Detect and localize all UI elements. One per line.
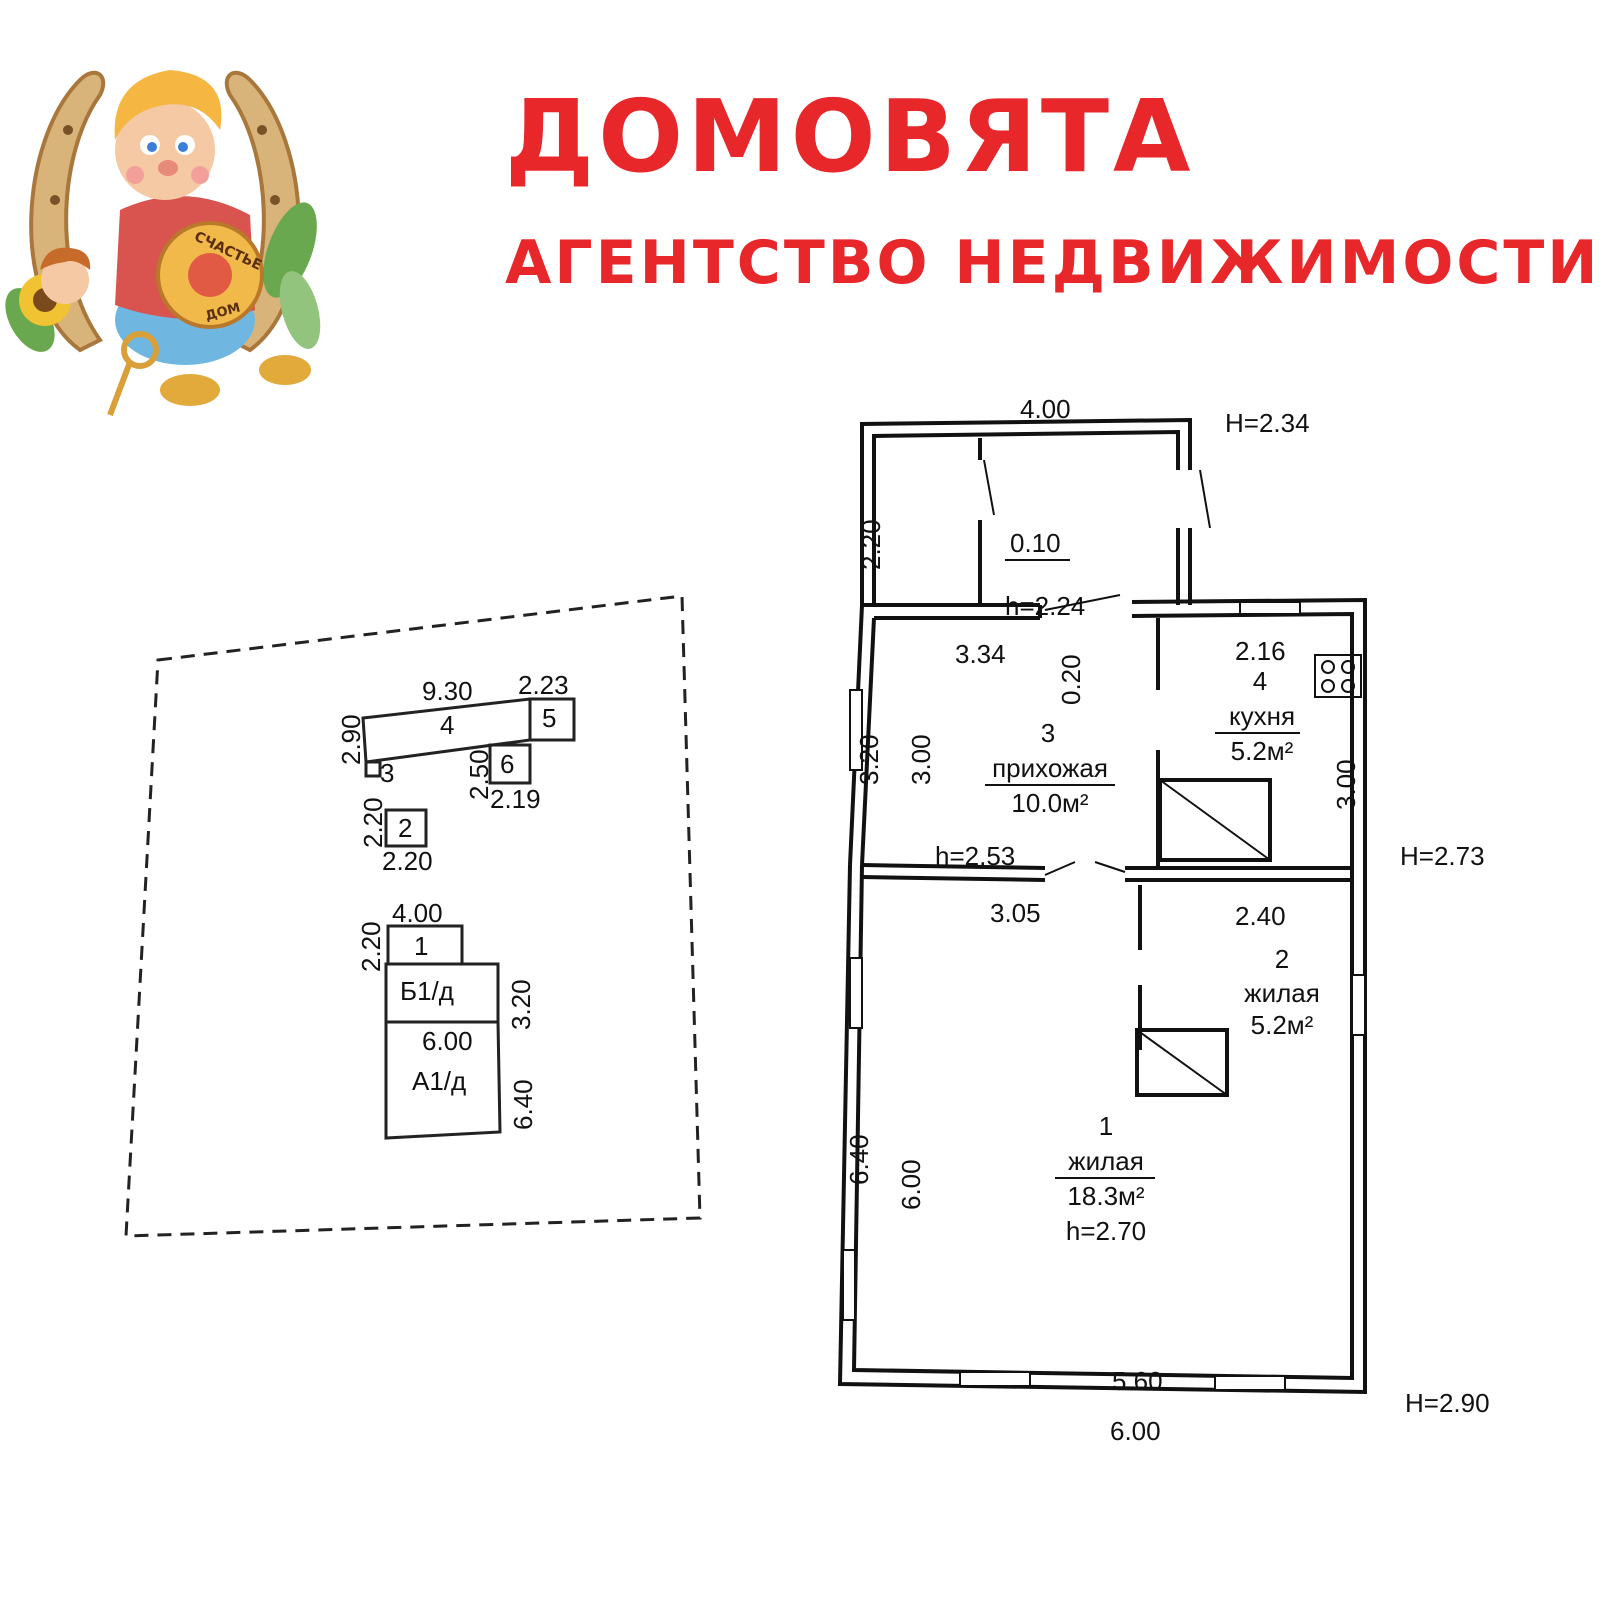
room2-name: жилая bbox=[1244, 978, 1320, 1008]
room3-area: 10.0м² bbox=[1011, 788, 1088, 818]
dim-outer-depth: 6.40 bbox=[844, 1134, 874, 1185]
site-boundary bbox=[124, 594, 702, 1238]
room4-name: кухня bbox=[1229, 701, 1295, 731]
dim-room2-top: 2.40 bbox=[1235, 901, 1286, 931]
room1-name: жилая bbox=[1068, 1146, 1144, 1176]
site-plan-labels: 9.30 2.90 3 4 2.23 5 2.50 2.19 6 2.20 2.… bbox=[336, 670, 569, 1130]
small-domovoy-icon bbox=[40, 247, 91, 304]
height-middle: H=2.73 bbox=[1400, 841, 1485, 871]
dim-porch-height: h=2.24 bbox=[1005, 591, 1085, 621]
label-b2: 2 bbox=[398, 813, 412, 843]
lucky-badge-icon: СЧАСТЬЕ ДОМ bbox=[156, 221, 264, 329]
agency-tagline: АГЕНТСТВО НЕДВИЖИМОСТИ bbox=[505, 228, 1600, 298]
dim-wall-thickness: 0.20 bbox=[1056, 654, 1086, 705]
label-b6: 6 bbox=[500, 749, 514, 779]
dim-b6-width: 2.19 bbox=[490, 784, 541, 814]
dim-b1-depth: 2.20 bbox=[356, 921, 386, 972]
domovyata-logo: СЧАСТЬЕ ДОМ bbox=[5, 70, 321, 417]
dim-inner-width: 5.60 bbox=[1112, 1366, 1163, 1396]
room2-number: 2 bbox=[1275, 944, 1289, 974]
building-2 bbox=[384, 808, 428, 848]
floor-plan-labels: H=2.34 H=2.73 H=2.90 4.00 2.20 0.10 h=2.… bbox=[844, 394, 1490, 1446]
dim-hall-outer-depth: 3.20 bbox=[854, 734, 884, 785]
dim-porch-depth: 2.20 bbox=[856, 519, 886, 570]
label-A1d: А1/д bbox=[412, 1066, 466, 1096]
dim-top-width: 4.00 bbox=[1020, 394, 1071, 424]
dim-b4-width: 2.90 bbox=[336, 714, 366, 765]
dim-room1-top: 3.05 bbox=[990, 898, 1041, 928]
height-top: H=2.34 bbox=[1225, 408, 1310, 438]
height-bottom: H=2.90 bbox=[1405, 1388, 1490, 1418]
dim-b2-depth: 2.20 bbox=[358, 797, 388, 848]
room3-name: прихожая bbox=[992, 753, 1108, 783]
dim-B1d-depth: 3.20 bbox=[506, 979, 536, 1030]
dim-b4-length: 9.30 bbox=[422, 676, 473, 706]
dim-hall-inner-depth: 3.00 bbox=[906, 734, 936, 785]
room1-number: 1 bbox=[1099, 1111, 1113, 1141]
brand-title: ДОМОВЯТА bbox=[505, 78, 1195, 195]
floor-plan-walls bbox=[837, 417, 1367, 1395]
dim-b4-step: 3 bbox=[380, 758, 394, 788]
dim-hall-height: h=2.53 bbox=[935, 841, 1015, 871]
building-A1d bbox=[384, 1020, 502, 1140]
dim-b5: 2.23 bbox=[518, 670, 569, 700]
dim-A1d-depth: 6.40 bbox=[508, 1079, 538, 1130]
label-B1d: Б1/д bbox=[400, 976, 454, 1006]
dim-outer-width: 6.00 bbox=[1110, 1416, 1161, 1446]
dim-kitchen-depth: 3.00 bbox=[1331, 759, 1361, 810]
building-5 bbox=[528, 697, 576, 742]
room2-area: 5.2м² bbox=[1251, 1010, 1314, 1040]
label-b5: 5 bbox=[542, 703, 556, 733]
dim-hall-width: 3.34 bbox=[955, 639, 1006, 669]
label-b4: 4 bbox=[440, 710, 454, 740]
room4-number: 4 bbox=[1253, 666, 1267, 696]
room1-area: 18.3м² bbox=[1067, 1181, 1144, 1211]
dim-A1d-width: 6.00 bbox=[422, 1026, 473, 1056]
windows bbox=[842, 601, 1366, 1391]
room4-area: 5.2м² bbox=[1231, 736, 1294, 766]
room1-height: h=2.70 bbox=[1066, 1216, 1146, 1246]
dim-b2-width: 2.20 bbox=[382, 846, 433, 876]
dim-kitchen-width: 2.16 bbox=[1235, 636, 1286, 666]
dim-b6-depth: 2.50 bbox=[464, 749, 494, 800]
dim-inner-depth: 6.00 bbox=[896, 1159, 926, 1210]
key-icon bbox=[107, 331, 159, 417]
room3-number: 3 bbox=[1041, 718, 1055, 748]
site-plan bbox=[124, 594, 702, 1238]
building-6 bbox=[488, 743, 532, 785]
cooktop-icon bbox=[1314, 654, 1362, 698]
building-4-step bbox=[364, 760, 382, 778]
dim-partition: 0.10 bbox=[1010, 528, 1061, 558]
dim-b1-width: 4.00 bbox=[392, 898, 443, 928]
label-b1: 1 bbox=[414, 931, 428, 961]
